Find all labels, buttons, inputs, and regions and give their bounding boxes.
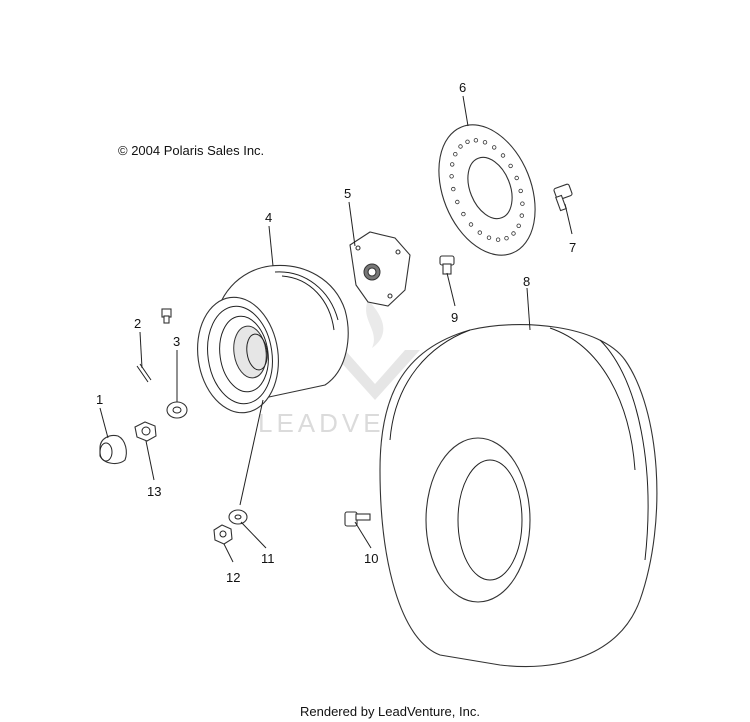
disc-hole — [495, 237, 501, 242]
disc-hole — [458, 144, 463, 149]
disc-hole — [492, 145, 497, 150]
brake-disc-holes — [449, 138, 525, 242]
hub-cap-part-1[interactable] — [99, 434, 127, 465]
disc-hole — [477, 230, 482, 235]
disc-hole — [468, 222, 474, 227]
bolt-part-7[interactable] — [553, 183, 573, 212]
callout-6: 6 — [459, 80, 466, 95]
disc-hole — [450, 162, 455, 167]
callout-labels: 1 2 3 4 5 6 7 8 9 10 11 12 13 — [96, 80, 576, 585]
disc-hole — [473, 138, 479, 143]
stud-part-9[interactable] — [439, 255, 455, 275]
callout-9: 9 — [451, 310, 458, 325]
hub-part-5[interactable] — [349, 231, 411, 307]
disc-hole — [465, 139, 470, 144]
callout-4: 4 — [265, 210, 272, 225]
callout-5: 5 — [344, 186, 351, 201]
callout-8: 8 — [523, 274, 530, 289]
disc-hole — [449, 174, 454, 179]
brake-disc-part-6[interactable] — [421, 110, 554, 269]
valve-stem-part-10[interactable] — [344, 511, 371, 527]
disc-hole — [514, 175, 519, 181]
lug-nut-part-12[interactable] — [213, 524, 233, 545]
washer-part-11[interactable] — [228, 509, 248, 525]
disc-hole — [455, 199, 460, 205]
callout-11: 11 — [261, 551, 275, 566]
callout-3: 3 — [173, 334, 180, 349]
grease-fitting[interactable] — [161, 308, 172, 324]
footer-text: Rendered by LeadVenture, Inc. — [300, 704, 480, 719]
copyright-text: © 2004 Polaris Sales Inc. — [118, 143, 264, 158]
callout-12: 12 — [226, 570, 240, 585]
leader-lines — [99, 95, 573, 563]
disc-hole — [461, 211, 466, 217]
axle-nut-part-13[interactable] — [134, 421, 157, 442]
tire-part-8[interactable] — [379, 324, 658, 668]
disc-hole — [516, 223, 521, 228]
disc-hole — [520, 201, 525, 206]
disc-hole — [518, 188, 523, 194]
disc-hole — [500, 153, 506, 158]
disc-hole — [511, 231, 516, 236]
disc-hole — [451, 186, 456, 192]
disc-hole — [486, 235, 492, 240]
disc-hole — [504, 235, 509, 241]
callout-2: 2 — [134, 316, 141, 331]
disc-hole — [519, 213, 524, 218]
callout-1: 1 — [96, 392, 103, 407]
cotter-pin-part-2[interactable] — [136, 363, 152, 383]
wheel-rim-part-4[interactable] — [190, 264, 349, 418]
callout-13: 13 — [147, 484, 161, 499]
washer-part-3[interactable] — [166, 401, 188, 419]
disc-hole — [453, 151, 458, 157]
disc-hole — [482, 140, 488, 145]
disc-hole — [508, 163, 513, 169]
callout-10: 10 — [364, 551, 378, 566]
callout-7: 7 — [569, 240, 576, 255]
